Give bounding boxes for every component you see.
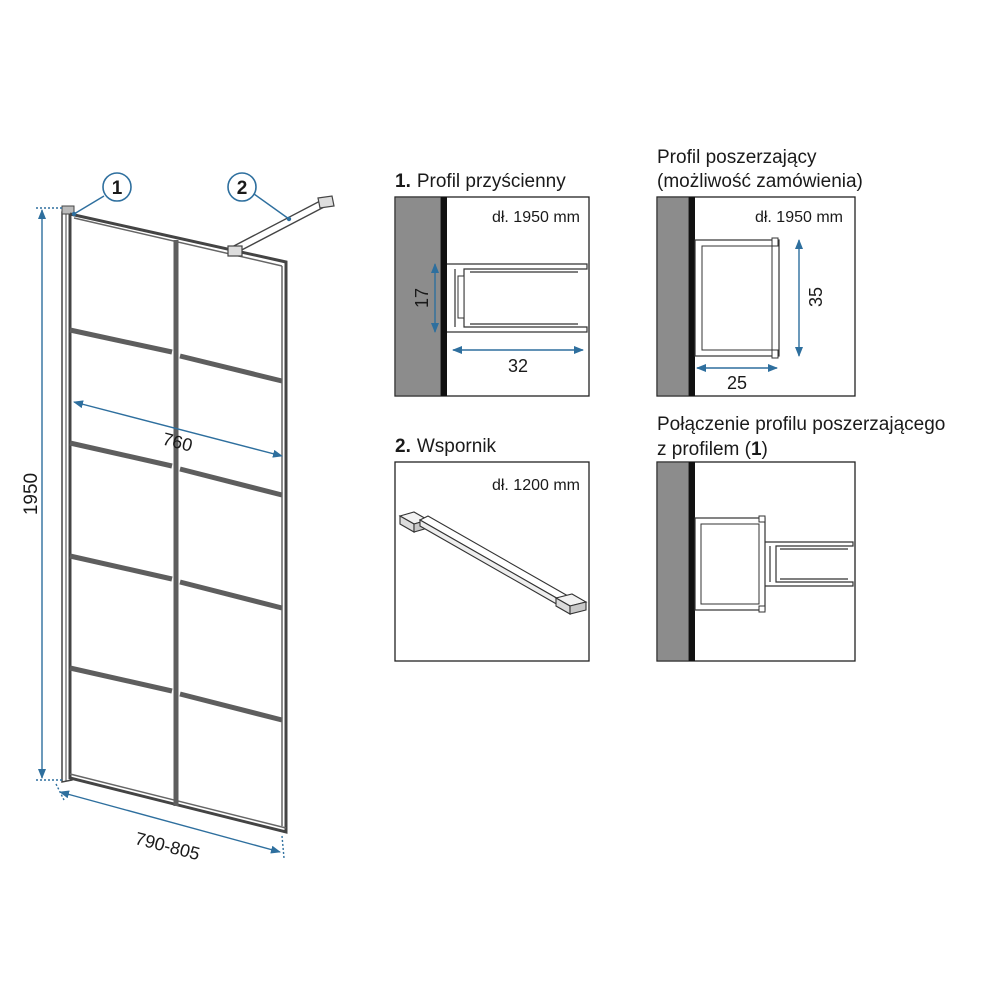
panel-extension-dim-width: 25 — [727, 373, 747, 393]
callout-1: 1 — [71, 172, 132, 217]
panel-connection-title-2-pre: z profilem ( — [657, 439, 752, 460]
panel-extension-length: dł. 1950 mm — [755, 209, 843, 226]
extension-profile-section — [694, 237, 780, 359]
shower-panel-view: 1 2 1950 760 790-805 — [21, 172, 335, 864]
panel-connection-title-2: z profilem (1) — [657, 439, 768, 460]
panel-wall-profile: 1. Profil przyścienny dł. 1950 mm 17 32 — [394, 171, 590, 397]
connection-section — [694, 515, 854, 613]
panel-connection-title-1: Połączenie profilu poszerzającego — [657, 414, 945, 435]
panel-support-arm-length: dł. 1200 mm — [492, 477, 580, 494]
callout-2-label: 2 — [237, 178, 248, 199]
panel-support-arm-num: 2. — [395, 436, 411, 457]
panel-wall-profile-dim-width: 32 — [508, 356, 528, 376]
panel-extension-title-2: (możliwość zamówienia) — [657, 171, 863, 192]
panel-wall-profile-length: dł. 1950 mm — [492, 209, 580, 226]
support-arm-drawing — [227, 195, 335, 257]
panel-extension-dim-height: 35 — [806, 287, 826, 307]
support-arm-detail — [398, 511, 588, 615]
callout-2: 2 — [227, 172, 290, 220]
dimension-height: 1950 — [21, 207, 62, 781]
panel-extension-profile: Profil poszerzający (możliwość zamówieni… — [656, 147, 863, 397]
panel-connection-title-2-num: 1 — [751, 439, 762, 460]
panel-support-arm-title: 2. Wspornik — [395, 436, 497, 457]
panel-support-arm: 2. Wspornik dł. 1200 mm — [394, 436, 590, 662]
panel-wall-profile-dim-height: 17 — [412, 288, 432, 308]
panel-connection-title-2-post: ) — [762, 439, 768, 460]
panel-wall-profile-text: Profil przyścienny — [417, 171, 566, 192]
panel-support-arm-text: Wspornik — [417, 436, 497, 457]
dimension-total-width-label: 790-805 — [133, 828, 202, 864]
callout-1-label: 1 — [112, 178, 123, 199]
dimension-height-label: 1950 — [21, 473, 42, 515]
frame-bars-horizontal — [69, 327, 283, 723]
panel-connection: Połączenie profilu poszerzającego z prof… — [656, 414, 945, 662]
wall-profile-section — [447, 263, 588, 333]
panel-extension-title-1: Profil poszerzający — [657, 147, 817, 168]
panel-wall-profile-title: 1. Profil przyścienny — [395, 171, 566, 192]
panel-wall-profile-num: 1. — [395, 171, 411, 192]
